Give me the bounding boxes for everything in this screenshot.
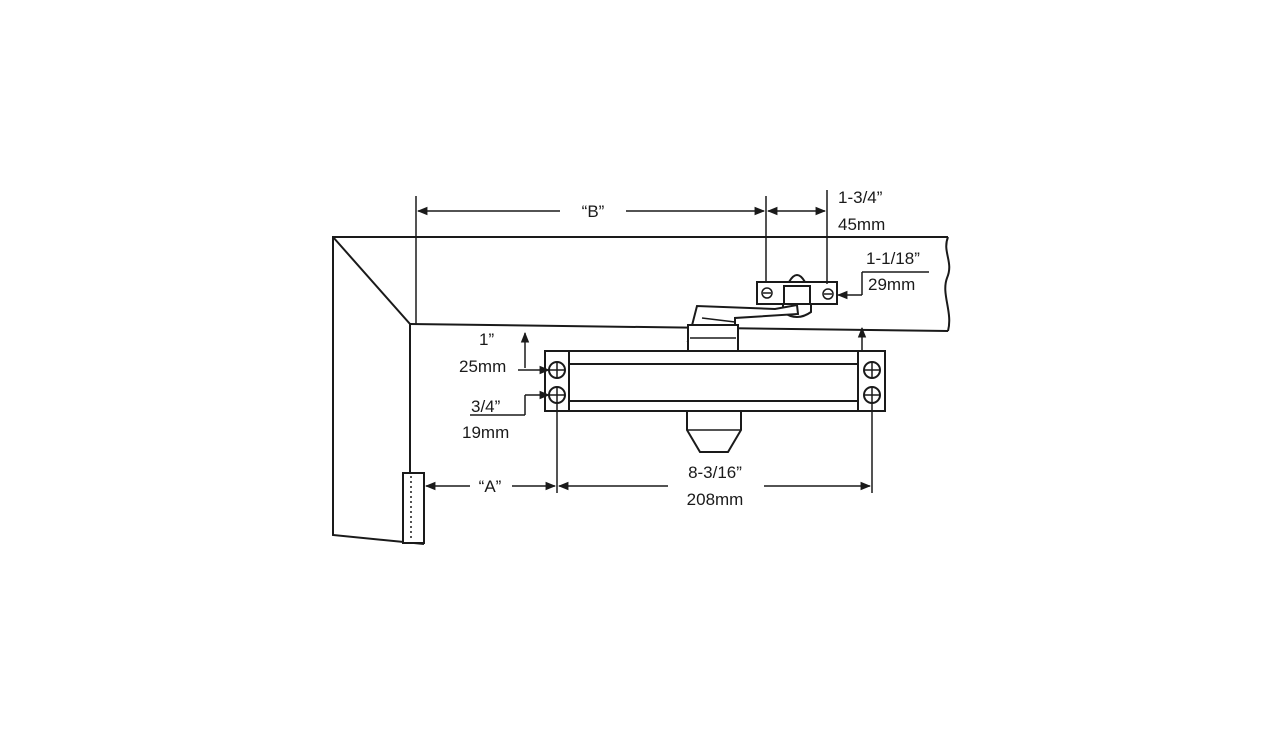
dimension-a-label: “A” xyxy=(479,477,502,496)
dimension-a: “A” xyxy=(424,403,558,496)
screw-icon xyxy=(548,386,566,404)
body-length-inches: 8-3/16” xyxy=(688,463,742,482)
dimension-body-length: 8-3/16” 208mm xyxy=(557,403,873,509)
top-offset-inches: 1” xyxy=(479,330,494,349)
dimension-bracket-width: 1-3/4” 45mm xyxy=(766,188,885,284)
door-edge xyxy=(402,472,425,544)
screw-icon xyxy=(548,361,566,379)
bracket-width-mm: 45mm xyxy=(838,215,885,234)
screw-icon xyxy=(863,361,881,379)
body-length-mm: 208mm xyxy=(687,490,744,509)
screw-icon xyxy=(863,386,881,404)
dimension-b-label: “B” xyxy=(582,202,605,221)
closer-arm xyxy=(686,303,800,352)
closer-body xyxy=(544,350,886,412)
hole-spacing-inches: 3/4” xyxy=(471,397,501,416)
bracket-width-inches: 1-3/4” xyxy=(838,188,883,207)
dimension-top-offset: 1” 25mm xyxy=(459,330,551,376)
hole-spacing-mm: 19mm xyxy=(462,423,509,442)
bracket-drop-mm: 29mm xyxy=(868,275,915,294)
bracket-drop-inches: 1-1/18” xyxy=(866,249,920,268)
dimension-bracket-drop: 1-1/18” 29mm xyxy=(836,249,929,350)
top-offset-mm: 25mm xyxy=(459,357,506,376)
dimension-b: “B” xyxy=(415,196,767,324)
closer-pinion xyxy=(686,410,742,453)
dimension-hole-spacing: 3/4” 19mm xyxy=(462,390,551,442)
